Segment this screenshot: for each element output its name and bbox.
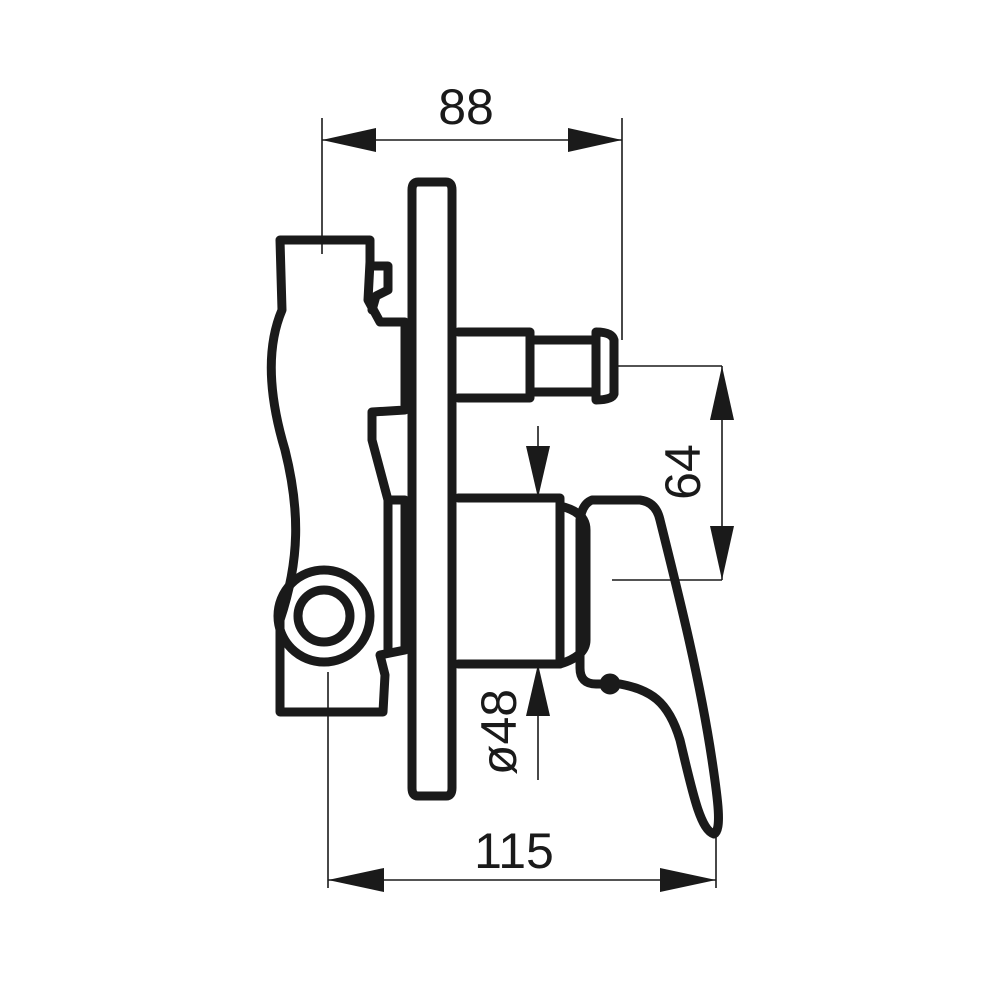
dimension-label-88: 88 <box>438 79 494 135</box>
cartridge-sleeve <box>453 493 591 669</box>
dimension-label-diameter: ø48 <box>471 689 527 775</box>
lever-screw <box>599 673 621 695</box>
wall-plate <box>407 177 457 801</box>
dimension-115: 115 <box>327 672 717 892</box>
inlet-outer-ring <box>273 565 375 667</box>
dimension-label-64: 64 <box>655 444 711 500</box>
dimension-88: 88 <box>321 79 623 340</box>
dimension-diameter-48: ø48 <box>471 426 550 780</box>
diverter-knob <box>453 327 619 405</box>
inlet-inner-ring <box>293 585 355 647</box>
mixer-body <box>266 235 410 717</box>
dimension-64: 64 <box>612 365 734 581</box>
lever-handle <box>575 495 723 839</box>
dimension-label-115: 115 <box>474 823 554 879</box>
